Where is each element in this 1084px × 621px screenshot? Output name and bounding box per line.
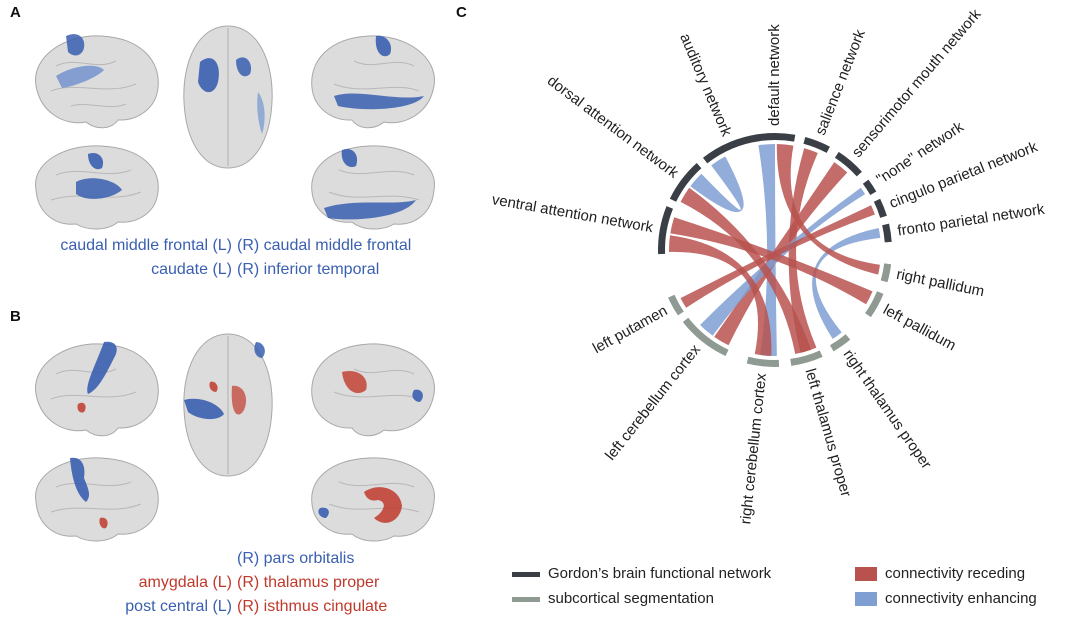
panel-letter-b: B (10, 308, 21, 325)
brain-b-left-lateral (35, 341, 159, 437)
chord-label-9: left thalamus proper (802, 367, 855, 499)
chord-ribbon-8 (690, 156, 744, 213)
chord-label-2: sensorimotor mouth network (849, 6, 985, 161)
brain-b-top (183, 333, 273, 477)
brain-a-left-medial (35, 145, 159, 230)
chord-segment-7 (865, 291, 884, 318)
label-isthmus-cingulate-right: (R) isthmus cingulate (237, 598, 388, 615)
brain-b-right-medial (311, 457, 435, 542)
chord-label-12: left putamen (590, 302, 670, 357)
label-pars-orbitalis-right: (R) pars orbitalis (237, 550, 355, 567)
chord-segment-2 (834, 151, 862, 177)
chord-ribbon-1 (788, 148, 818, 353)
brain-a-right-medial (311, 145, 435, 230)
chord-label-10: right cerebellum cortex (737, 372, 770, 525)
label-thalamus-proper-right: (R) thalamus proper (237, 574, 380, 591)
chord-ribbon-9 (669, 235, 772, 356)
chord-label-13: ventral attention network (491, 191, 655, 236)
legend-swatch-network (512, 571, 540, 577)
label-amygdala-left: amygdala (L) (138, 574, 232, 591)
legend-swatch-subcortical (512, 596, 540, 602)
label-caudal-middle-frontal-right: (R) caudal middle frontal (237, 237, 412, 254)
legend-label-receding: connectivity receding (885, 565, 1026, 582)
chord-segment-13 (658, 206, 674, 255)
chord-segment-3 (862, 179, 877, 196)
chord-segment-14 (669, 163, 702, 202)
brain-a-left-lateral (35, 34, 159, 129)
chord-label-5: fronto parietal network (896, 201, 1046, 240)
legend-label-network: Gordon’s brain functional network (548, 565, 772, 582)
chord-label-15: auditory network (676, 31, 735, 139)
chord-segment-0 (754, 133, 796, 142)
chord-segment-10 (746, 356, 780, 367)
chord-segment-6 (880, 263, 892, 283)
legend-item-network: Gordon’s brain functional network (512, 565, 771, 582)
legend-swatch-receding (855, 567, 877, 582)
brain-b-left-medial (35, 457, 159, 542)
chord-segment-15 (702, 134, 760, 164)
chord-ribbon-7 (680, 187, 812, 355)
label-inferior-temporal-right: (R) inferior temporal (237, 261, 380, 278)
chord-segment-12 (668, 294, 684, 316)
chord-label-11: left cerebellum cortex (602, 341, 704, 464)
chord-ribbon-6 (776, 144, 880, 275)
chord-label-0: default network (766, 24, 783, 126)
brain-b-right-lateral (311, 343, 435, 437)
chord-segment-9 (790, 350, 823, 366)
chord-label-8: right thalamus proper (840, 346, 935, 472)
label-caudate-left: caudate (L) (151, 261, 232, 278)
chord-label-14: dorsal attention network (544, 72, 682, 182)
chord-label-6: right pallidum (895, 266, 986, 300)
legend-swatch-enhancing (855, 592, 877, 607)
legend-item-subcortical: subcortical segmentation (512, 590, 714, 607)
brain-a-top (183, 25, 273, 169)
label-post-central-left: post central (L) (125, 598, 232, 615)
chord-segment-11 (682, 317, 729, 357)
legend-item-receding: connectivity receding (855, 565, 1025, 582)
legend-label-subcortical: subcortical segmentation (548, 590, 714, 607)
legend-item-enhancing: connectivity enhancing (855, 590, 1037, 607)
legend-label-enhancing: connectivity enhancing (885, 590, 1037, 607)
chord-ribbon-10 (670, 217, 873, 305)
chord-ribbon-3 (700, 187, 866, 336)
brain-a-right-lateral (311, 35, 435, 129)
chord-segment-4 (873, 198, 887, 218)
chord-segment-8 (829, 334, 851, 352)
chord-ribbon-4 (680, 205, 875, 308)
chord-segment-1 (803, 136, 830, 153)
chord-diagram: default network salience networksensorimo… (491, 6, 1047, 525)
chord-segment-5 (882, 223, 892, 243)
chord-label-7: left pallidum (880, 301, 958, 354)
chord-label-1: salience network (812, 27, 869, 138)
panel-letter-c: C (456, 4, 467, 21)
label-caudal-middle-frontal-left: caudal middle frontal (L) (60, 237, 232, 254)
panel-letter-a: A (10, 4, 21, 21)
